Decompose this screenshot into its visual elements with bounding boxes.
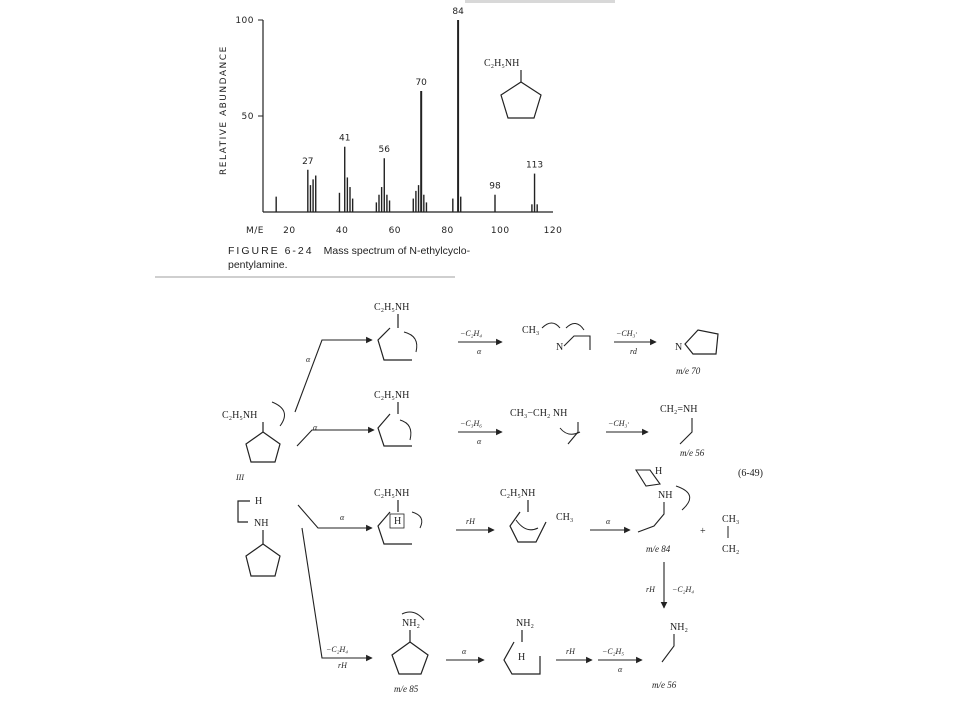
x-tick-label: 100	[491, 226, 510, 236]
r2-formula: C₂H₅NH	[374, 390, 409, 401]
x-tick-labels: 20 40 60 80 100 120	[283, 226, 562, 236]
x-tick-label: 120	[544, 226, 563, 236]
inset-formula: C₂H₅NH	[484, 58, 519, 69]
me56b-label: m/e 56	[652, 680, 677, 690]
r3-down-rH: rH	[646, 585, 656, 594]
peaks	[275, 20, 538, 212]
top-rule	[465, 0, 615, 3]
start-formula: C₂H₅NH	[222, 410, 257, 421]
r2-minus-ch3: −CH₃·	[608, 419, 629, 428]
r2-fragment: CH₃−CH₂ NH	[510, 408, 567, 419]
peak-label: 41	[339, 134, 350, 144]
y-axis-label: RELATIVE ABUNDANCE	[219, 45, 229, 175]
r4-rH: rH	[566, 647, 576, 656]
branch-alpha-3: α	[340, 513, 345, 522]
y-tick-label: 50	[242, 112, 254, 122]
r4-nh2: NH₂	[402, 618, 420, 629]
r3-formula2: C₂H₅NH	[500, 488, 535, 499]
r3-formula: C₂H₅NH	[374, 488, 409, 499]
r3-nh: NH	[658, 490, 672, 501]
r2-minus-c3h6: −C₃H₆	[460, 419, 482, 428]
r2-alpha: α	[477, 437, 482, 446]
peak-label: 98	[489, 182, 501, 192]
row-1: C₂H₅NH −C₂H₄ α CH₃ N −CH₃· rd N m/e 70	[374, 302, 719, 376]
branch-alpha-2: α	[313, 423, 318, 432]
caption-text: Mass spectrum of N-ethylcyclo-	[323, 245, 471, 257]
x-tick-label: 20	[283, 226, 295, 236]
peak-label: 113	[526, 161, 543, 171]
peak-label: 27	[302, 157, 313, 167]
y-axis	[258, 19, 264, 212]
r2-product: CH₂=NH	[660, 404, 697, 415]
peak-labels: 27 41 56 70 84 98 113	[302, 7, 543, 192]
x-tick-label: 80	[441, 226, 453, 236]
branch-minus-c2h4: −C₂H₄	[326, 645, 348, 654]
peak-label: 56	[379, 145, 391, 155]
r3-radical-ch2: CH₂	[722, 544, 739, 555]
mass-spectrum-chart: 100 50 RELATIVE ABUNDANCE M/E 20 40 60 80 10…	[219, 7, 562, 236]
r4-product-nh2: NH₂	[670, 622, 688, 633]
r3-rH: rH	[466, 517, 476, 526]
r1-minus-c2h4: −C₂H₄	[460, 329, 482, 338]
starting-compound: C₂H₅NH III H NH	[222, 401, 285, 577]
y-tick-label: 100	[235, 16, 254, 26]
inset-structure: C₂H₅NH	[484, 58, 542, 119]
plus-sign: +	[700, 526, 706, 537]
start2-H: H	[255, 496, 262, 507]
r1-n-ring: N	[675, 342, 682, 353]
me56a-label: m/e 56	[680, 448, 705, 458]
r1-alpha: α	[477, 347, 482, 356]
r3-alpha: α	[606, 517, 611, 526]
x-tick-label: 60	[389, 226, 401, 236]
r1-minus-ch3: −CH₃·	[616, 329, 637, 338]
branch-alpha-1: α	[306, 355, 311, 364]
peak-label: 70	[415, 78, 427, 88]
me84-label: m/e 84	[646, 544, 671, 554]
equation-number: (6-49)	[738, 468, 763, 479]
start2-NH: NH	[254, 518, 268, 529]
r3-radical-ch3: CH₃	[722, 514, 739, 525]
r4-alpha2: α	[618, 665, 623, 674]
r3-h-box: H	[655, 466, 662, 477]
r4-h: H	[518, 652, 525, 663]
me85-label: m/e 85	[394, 684, 419, 694]
figure-caption: FIGURE 6-24 Mass spectrum of N-ethylcyclo…	[228, 244, 470, 272]
figure-number: FIGURE 6-24	[228, 245, 314, 257]
r3-ch3: CH₃	[556, 512, 573, 523]
caption-text-line2: pentylamine.	[228, 259, 288, 271]
r3-h: H	[394, 516, 401, 527]
x-axis-label: M/E	[246, 226, 264, 236]
compound-label: III	[235, 473, 244, 482]
row-2: C₂H₅NH −C₃H₆ α CH₃−CH₂ NH −CH₃· CH₂=NH m…	[374, 390, 705, 458]
x-tick-label: 40	[336, 226, 348, 236]
r4-alpha: α	[462, 647, 467, 656]
separator-line	[155, 276, 455, 278]
r1-formula: C₂H₅NH	[374, 302, 409, 313]
r4-nh2b: NH₂	[516, 618, 534, 629]
r4-minus-c2h5: −C₂H₅	[602, 647, 624, 656]
branch-rH: rH	[338, 661, 348, 670]
peak-label: 84	[452, 7, 464, 17]
branch-lines	[294, 336, 375, 662]
r1-n: N	[556, 342, 563, 353]
row-4: NH₂ m/e 85 α NH₂ H rH −C₂H₅ α NH₂ m/e 56	[391, 611, 688, 694]
me70-label: m/e 70	[676, 366, 701, 376]
r3-down-minus-c2h4: −C₂H₄	[672, 585, 694, 594]
row-3: C₂H₅NH H rH C₂H₅NH CH₃ α H NH m/e 84 + C…	[374, 466, 739, 609]
r1-ch3: CH₃	[522, 325, 539, 336]
r1-rd: rd	[630, 347, 638, 356]
